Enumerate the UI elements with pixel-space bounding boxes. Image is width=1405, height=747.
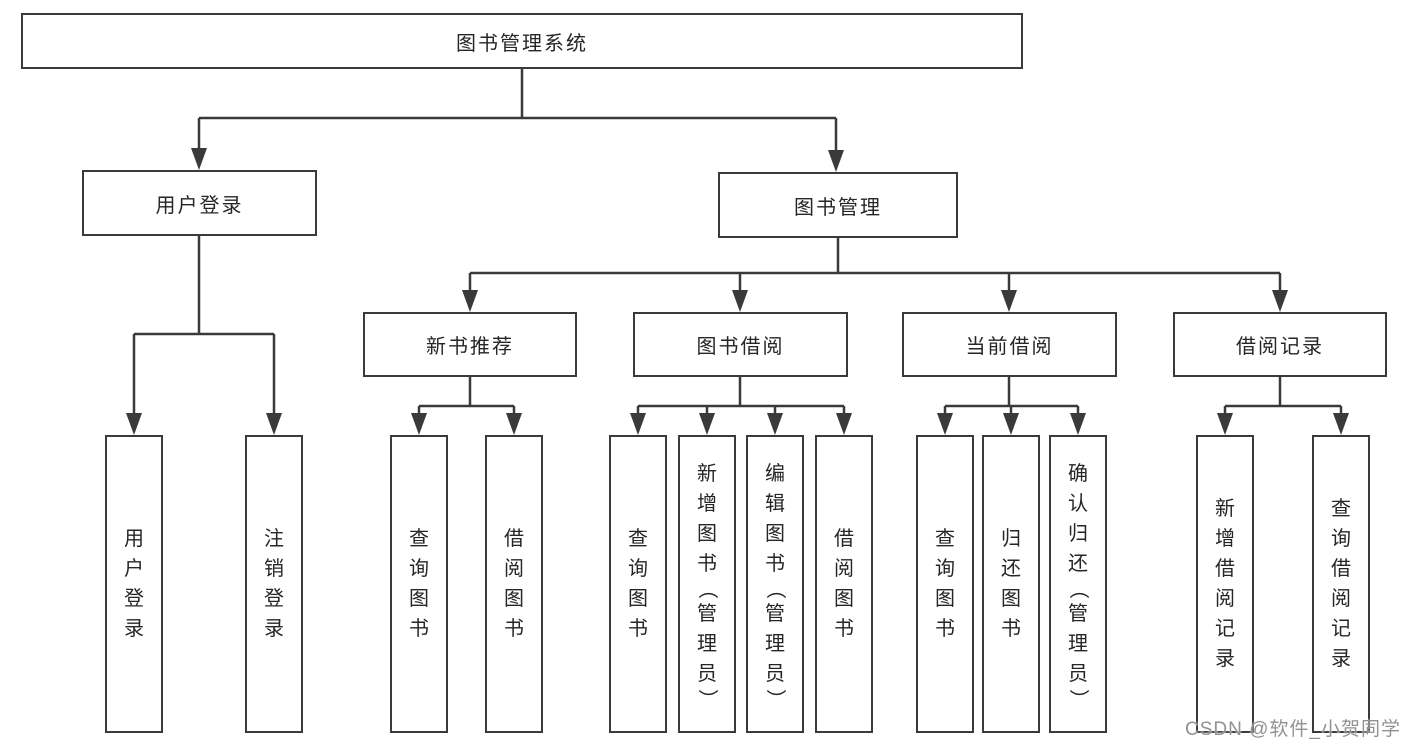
leaf-borrow-books-recommend: 借阅图书 <box>485 435 543 733</box>
node-library-management-system: 图书管理系统 <box>21 13 1023 69</box>
node-current-borrowing: 当前借阅 <box>902 312 1117 377</box>
node-borrowing-records: 借阅记录 <box>1173 312 1387 377</box>
node-label: 借阅图书 <box>834 528 854 640</box>
node-label: 新增借阅记录 <box>1215 498 1235 670</box>
node-label: 归还图书 <box>1001 528 1021 640</box>
node-label: 查询图书 <box>628 528 648 640</box>
node-book-management: 图书管理 <box>718 172 958 238</box>
node-label: 当前借阅 <box>965 336 1054 358</box>
node-label: 查询图书 <box>409 528 429 640</box>
leaf-query-books-recommend: 查询图书 <box>390 435 448 733</box>
leaf-query-books-current: 查询图书 <box>916 435 974 733</box>
node-label: 新增图书（管理员） <box>696 463 718 709</box>
node-label: 用户登录 <box>155 194 244 217</box>
leaf-add-book-admin: 新增图书（管理员） <box>678 435 736 733</box>
connector-borrow-to-leaves <box>630 377 852 435</box>
node-new-book-recommendation: 新书推荐 <box>363 312 577 377</box>
leaf-edit-book-admin: 编辑图书（管理员） <box>746 435 804 733</box>
node-label: 编辑图书（管理员） <box>764 463 786 709</box>
node-label: 图书借阅 <box>696 336 785 358</box>
leaf-user-login: 用户登录 <box>105 435 163 733</box>
leaf-return-books: 归还图书 <box>982 435 1040 733</box>
node-label: 查询图书 <box>935 528 955 640</box>
node-user-login: 用户登录 <box>82 170 317 236</box>
connector-newbook-to-leaves <box>411 377 522 435</box>
node-label: 图书管理 <box>794 196 882 219</box>
connector-records-to-leaves <box>1217 377 1349 435</box>
leaf-query-borrow-record: 查询借阅记录 <box>1312 435 1370 733</box>
node-label: 确认归还（管理员） <box>1067 463 1089 709</box>
node-label: 查询借阅记录 <box>1331 498 1351 670</box>
node-label: 借阅记录 <box>1236 336 1324 358</box>
leaf-query-books-borrow: 查询图书 <box>609 435 667 733</box>
connector-userlogin-to-leaves <box>126 236 282 435</box>
node-label: 新书推荐 <box>426 336 514 358</box>
leaf-borrow-books: 借阅图书 <box>815 435 873 733</box>
node-label: 注销登录 <box>264 528 284 640</box>
connector-bookmgmt-to-level3 <box>462 238 1288 312</box>
connector-current-to-leaves <box>937 377 1086 435</box>
node-label: 图书管理系统 <box>456 32 588 55</box>
leaf-add-borrow-record: 新增借阅记录 <box>1196 435 1254 733</box>
csdn-watermark: CSDN @软件_小贺同学 <box>1185 719 1401 740</box>
node-label: 借阅图书 <box>504 528 524 640</box>
leaf-logout: 注销登录 <box>245 435 303 733</box>
leaf-confirm-return-admin: 确认归还（管理员） <box>1049 435 1107 733</box>
node-book-borrowing: 图书借阅 <box>633 312 848 377</box>
connector-root-to-level2 <box>191 69 844 172</box>
node-label: 用户登录 <box>124 528 144 640</box>
